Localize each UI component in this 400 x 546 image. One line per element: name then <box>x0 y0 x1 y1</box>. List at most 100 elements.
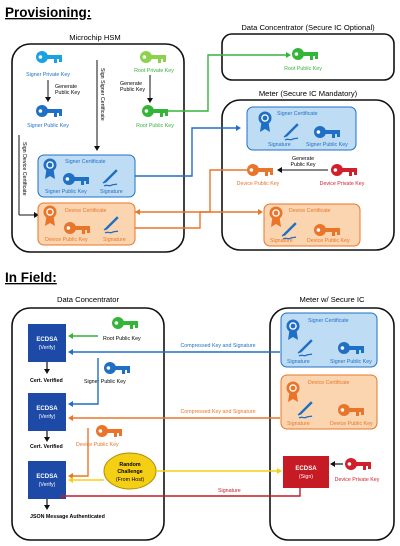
root-gen-label-1: Generate <box>120 81 142 87</box>
meter-device-certificate <box>263 203 361 247</box>
signer-gen-label-1: Generate <box>55 84 77 90</box>
root-private-key-label: Root Private Key <box>134 68 174 74</box>
root-key-to-dc-arrowhead <box>286 52 291 58</box>
sign-device-cert-label: Sign Device Certificate <box>21 142 27 196</box>
if-signer-public-key-icon <box>104 362 130 374</box>
provisioning-heading: Provisioning: <box>5 5 91 20</box>
device-key-to-ecdsa-3 <box>72 428 89 477</box>
ecdsa-verify-3-title: ECDSA <box>36 473 58 480</box>
meter-device-private-key-label: Device Private Key <box>320 181 365 187</box>
root-public-key-icon <box>142 105 168 117</box>
root-key-to-dc-line <box>168 54 288 112</box>
dc-root-public-key-icon <box>292 48 318 60</box>
hsm-device-cert-pubkey-label: Device Public Key <box>45 237 88 243</box>
dc-box <box>221 33 395 81</box>
if-meter-title: Meter w/ Secure IC <box>300 295 366 304</box>
root-key-to-ecdsa-1-head <box>68 333 73 339</box>
device-cert-to-meter-line <box>135 211 260 229</box>
if-meter-signer-cert-title: Signer Certificate <box>308 318 349 324</box>
meter-signer-cert-pubkey-label: Signer Public Key <box>306 142 348 148</box>
cert-verified-1: Cert. Verified <box>30 378 63 384</box>
signature-label: Signature <box>218 488 241 494</box>
ecdsa-sign-sub: (Sign) <box>299 474 313 480</box>
signer-gen-label-2: Public Key <box>55 90 80 96</box>
hsm-box <box>11 43 185 253</box>
if-device-public-key-icon <box>96 425 122 437</box>
if-meter-box <box>269 307 395 541</box>
device-compressed-label: Compressed Key and Signature <box>180 409 255 415</box>
meter-device-cert-signature-label: Signature <box>270 238 293 244</box>
if-root-public-key-icon <box>112 317 138 329</box>
json-authenticated: JSON Message Authenticated <box>30 514 105 520</box>
hsm-signer-cert-pubkey-label: Signer Public Key <box>45 189 87 195</box>
ecdsa-verify-2-sub: (Verify) <box>39 414 56 420</box>
meter-device-private-key-icon <box>331 164 357 176</box>
if-root-public-key-label: Root Public Key <box>103 336 141 342</box>
ecdsa-verify-3 <box>28 461 66 499</box>
meter-signer-cert-title: Signer Certificate <box>277 111 318 117</box>
hsm-signer-cert-title: Signer Certificate <box>65 159 106 165</box>
challenge-to-ecdsa-3-head <box>68 477 73 483</box>
random-challenge-line-1: Random <box>119 462 140 468</box>
root-private-key-icon <box>140 51 166 63</box>
ecdsa-sign <box>283 456 329 488</box>
signer-public-key-icon <box>36 105 62 117</box>
dc-root-public-key-label: Root Public Key <box>284 66 322 72</box>
if-meter-device-cert-signature-label: Signature <box>287 421 310 427</box>
dc-title: Data Concentrator (Secure IC Optional) <box>241 23 375 32</box>
private-key-to-sign-head <box>330 461 335 467</box>
device-compressed-head <box>68 415 73 421</box>
if-meter-signer-certificate <box>280 312 378 368</box>
if-device-private-key-icon <box>345 458 371 470</box>
signer-cert-to-meter-arrowhead <box>236 125 241 131</box>
ecdsa-1-down-arrowhead <box>44 369 50 374</box>
if-dc-box <box>11 307 165 541</box>
meter-signer-certificate <box>246 106 357 151</box>
device-cert-to-meter-arrowhead <box>258 209 263 215</box>
sign-signer-cert-label: Sign Signer Certificate <box>99 68 105 121</box>
random-challenge-sub: (From Host) <box>116 477 144 483</box>
if-meter-device-certificate <box>280 374 378 430</box>
meter-box <box>221 99 395 251</box>
hsm-device-certificate <box>37 202 136 246</box>
device-key-to-ecdsa-3-head <box>68 473 73 479</box>
meter-device-cert-pubkey-label: Device Public Key <box>307 238 350 244</box>
signer-public-key-label: Signer Public Key <box>27 123 69 129</box>
in-field-heading: In Field: <box>5 270 57 285</box>
root-gen-arrowhead <box>147 98 153 103</box>
if-device-private-key-label: Device Private Key <box>335 477 380 483</box>
ecdsa-verify-2-title: ECDSA <box>36 405 58 412</box>
ecdsa-verify-3-sub: (Verify) <box>39 482 56 488</box>
ecdsa-verify-1 <box>28 324 66 362</box>
random-challenge-line-2: Challenge <box>117 469 142 475</box>
ecdsa-3-down-arrowhead <box>44 505 50 510</box>
hsm-device-cert-signature-label: Signature <box>103 237 126 243</box>
ecdsa-verify-1-title: ECDSA <box>36 336 58 343</box>
root-gen-label-2: Public Key <box>120 87 145 93</box>
root-public-key-label: Root Public Key <box>136 123 174 129</box>
if-meter-device-cert-pubkey-label: Device Public Key <box>330 421 373 427</box>
if-meter-device-cert-title: Device Certificate <box>308 380 350 386</box>
meter-gen-label-1: Generate <box>292 156 314 162</box>
meter-title: Meter (Secure IC Mandatory) <box>259 89 358 98</box>
ecdsa-2-down-arrowhead <box>44 437 50 442</box>
signature-line <box>61 488 301 499</box>
meter-device-public-key-label: Device Public Key <box>237 181 280 187</box>
signer-private-key-icon <box>36 51 62 63</box>
signer-compressed-head <box>68 349 73 355</box>
signer-compressed-label: Compressed Key and Signature <box>180 343 255 349</box>
ecdsa-verify-2 <box>28 393 66 431</box>
if-meter-signer-cert-signature-label: Signature <box>287 359 310 365</box>
signer-private-key-label: Signer Private Key <box>26 72 70 78</box>
ecdsa-verify-1-sub: (Verify) <box>39 345 56 351</box>
meter-gen-arrowhead <box>277 167 282 173</box>
if-dc-title: Data Concentrator <box>57 295 120 304</box>
if-device-public-key-label: Device Public Key <box>76 442 119 448</box>
meter-gen-label-2: Public Key <box>290 162 315 168</box>
meter-signer-cert-signature-label: Signature <box>268 142 291 148</box>
signer-gen-arrowhead <box>45 97 51 102</box>
signer-cert-to-meter-line <box>135 127 238 177</box>
signer-key-to-ecdsa-2-head <box>68 401 73 407</box>
challenge-to-sign-head <box>277 468 282 474</box>
hsm-signer-cert-signature-label: Signature <box>100 189 123 195</box>
